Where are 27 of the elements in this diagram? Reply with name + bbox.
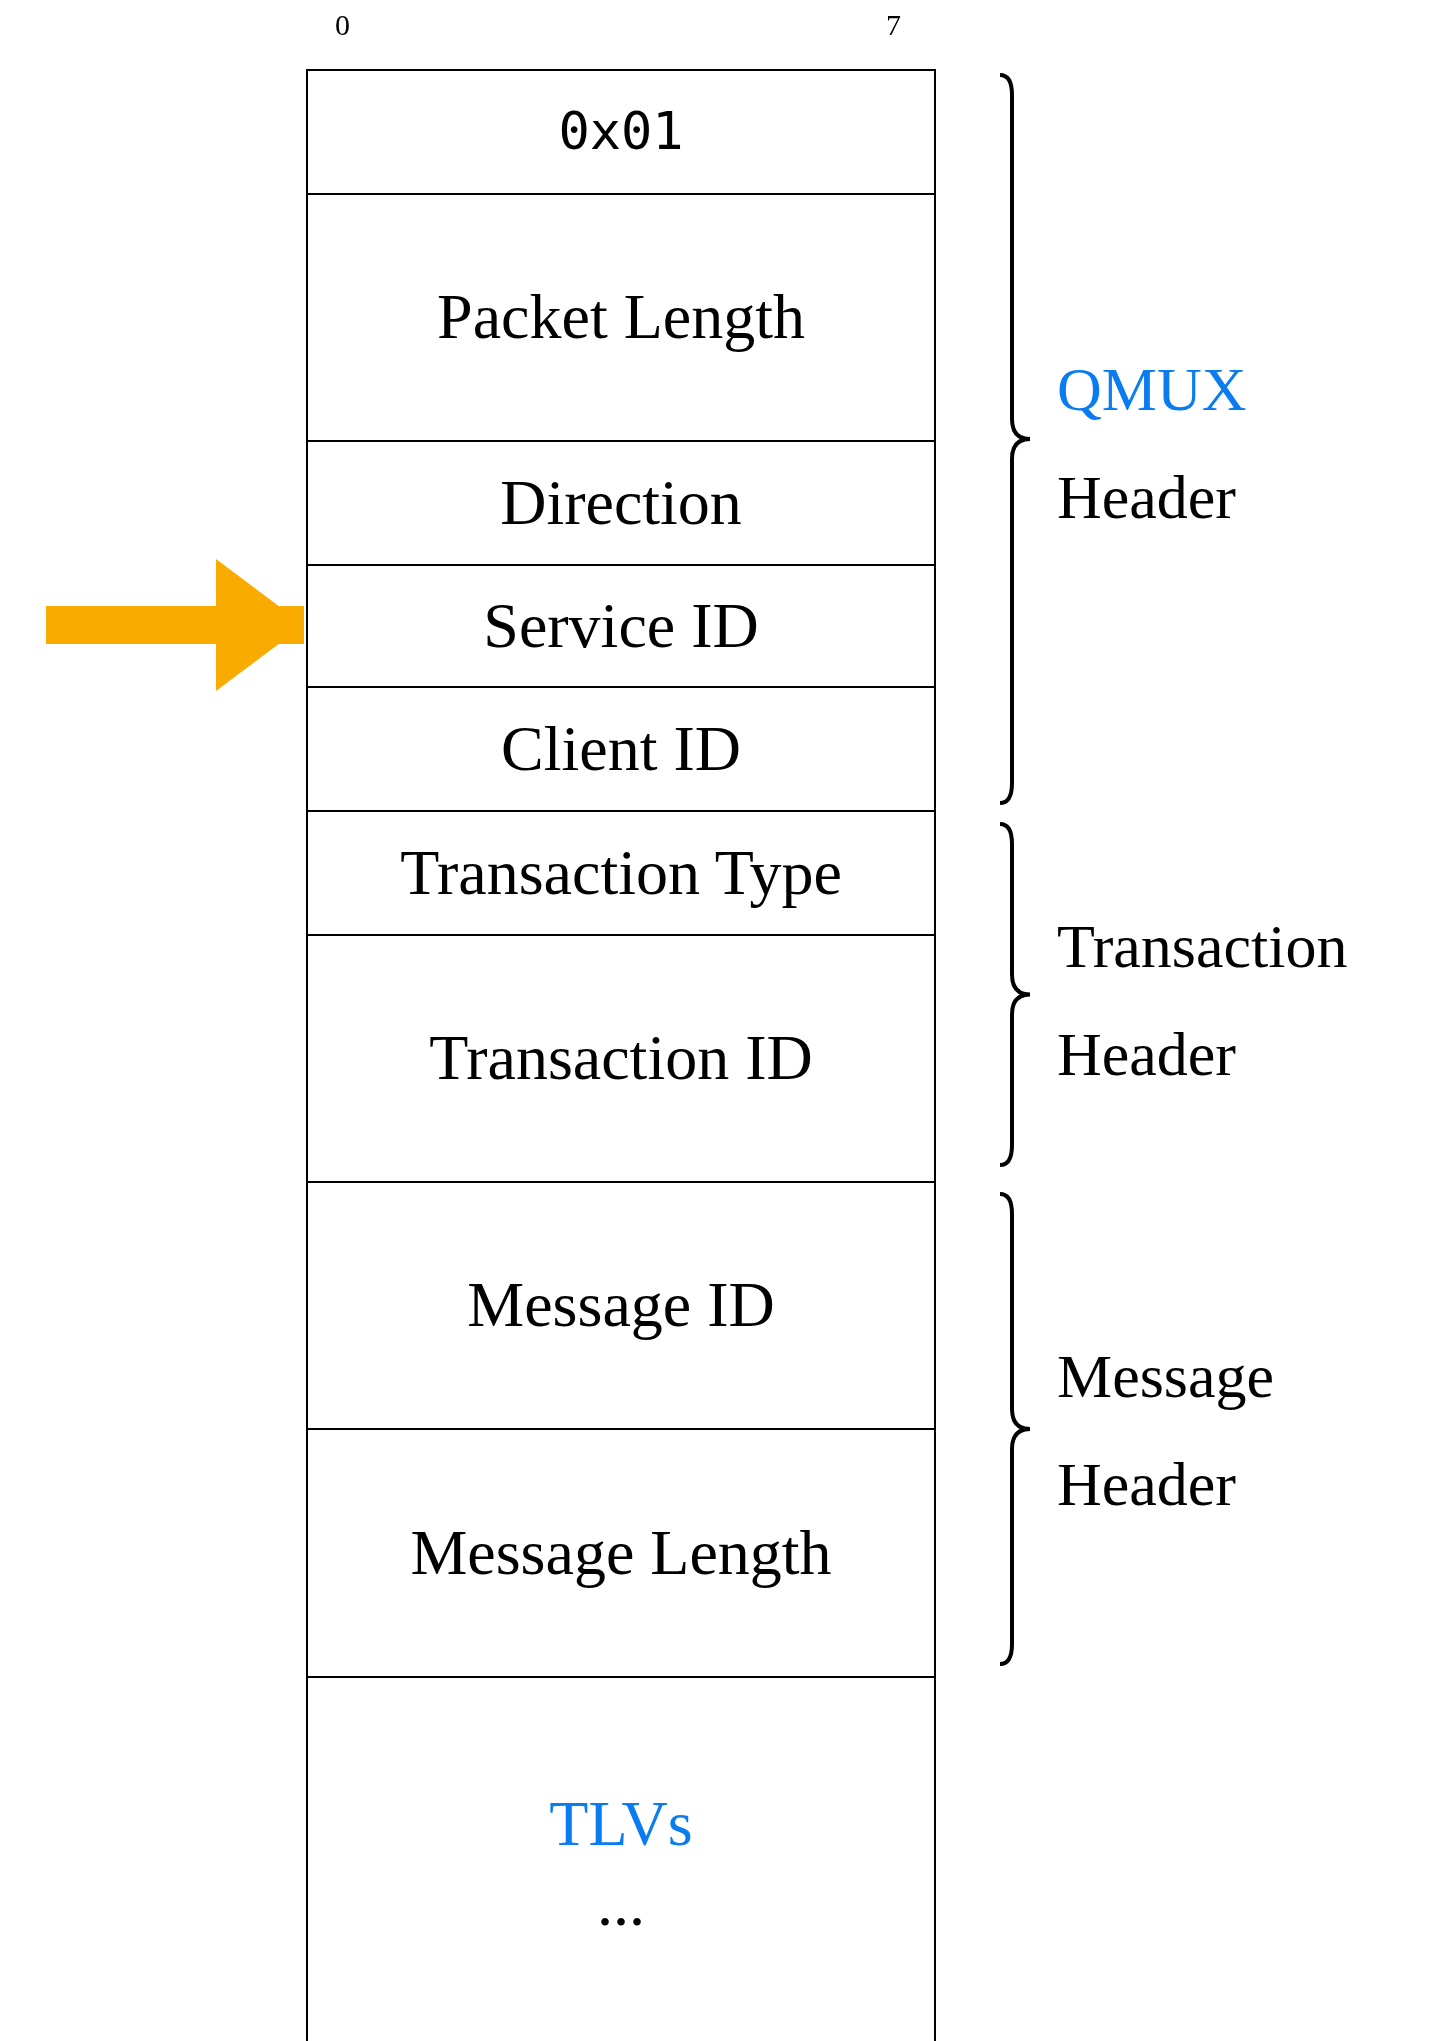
arrow — [46, 559, 304, 691]
packet-field — [306, 440, 936, 566]
packet-field — [306, 686, 936, 812]
field-label: Client ID — [501, 713, 741, 785]
packet-field — [306, 1181, 936, 1430]
field-label: Transaction ID — [429, 1023, 813, 1094]
packet-field — [306, 193, 936, 442]
group-label: QMUX Header — [1057, 354, 1248, 533]
field-label: Message Length — [410, 1517, 832, 1589]
field-label: ... — [597, 1869, 645, 1940]
packet-field — [306, 934, 936, 1183]
bit-index: 0 — [335, 8, 350, 42]
field-label: 0x01 — [558, 103, 684, 161]
packet-field — [306, 1428, 936, 1678]
bit-index: 7 — [886, 8, 901, 42]
packet-field — [306, 564, 936, 688]
packet-field — [306, 810, 936, 936]
group-label: Transaction Header — [1057, 911, 1349, 1090]
field-label: Direction — [500, 467, 742, 539]
group-label: Message Header — [1057, 1341, 1275, 1520]
field-label: Packet Length — [437, 282, 805, 353]
field-label: TLVs — [549, 1788, 693, 1859]
packet-field — [306, 1676, 936, 2041]
packet-field — [306, 69, 936, 195]
field-label: Message ID — [467, 1270, 775, 1341]
field-label: Transaction Type — [400, 837, 842, 909]
field-label: Service ID — [483, 590, 759, 662]
